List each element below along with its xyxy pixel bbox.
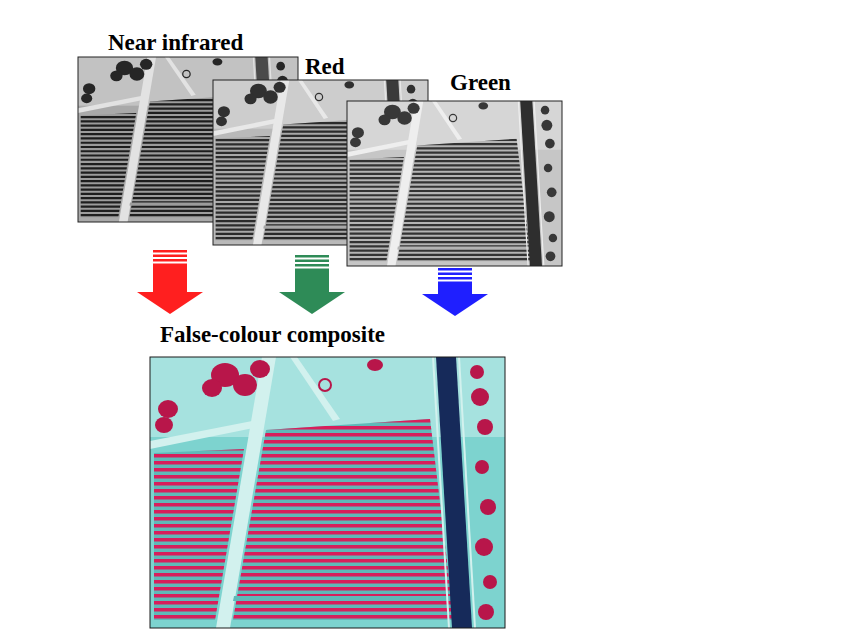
arrow-part: [295, 264, 329, 267]
image-frame: [150, 357, 505, 628]
arrow-part: [137, 264, 203, 315]
band-arrow: [279, 255, 345, 314]
band-heading: False-colour composite: [160, 322, 385, 348]
image-panel: Red: [213, 54, 428, 245]
arrow-part: [438, 268, 472, 271]
band-heading: Near infrared: [108, 30, 243, 56]
arrow-part: [153, 259, 187, 262]
image-panel: False-colour composite: [150, 318, 505, 628]
arrow-part: [422, 282, 488, 317]
band-arrow: [137, 250, 203, 314]
image-frame: [347, 101, 562, 266]
arrow-part: [295, 255, 329, 258]
band-heading: Green: [450, 70, 511, 96]
image-panel: Green: [347, 70, 562, 266]
arrow-part: [295, 260, 329, 263]
image-panel: Near infrared: [78, 30, 298, 222]
arrow-part: [438, 277, 472, 280]
green-band-image: [347, 101, 562, 266]
arrow-part: [153, 250, 187, 253]
band-heading: Red: [305, 54, 345, 80]
false-colour-image: [150, 357, 505, 628]
arrow-part: [438, 273, 472, 276]
arrow-part: [153, 255, 187, 258]
arrow-part: [279, 269, 345, 315]
band-arrow: [422, 268, 488, 316]
